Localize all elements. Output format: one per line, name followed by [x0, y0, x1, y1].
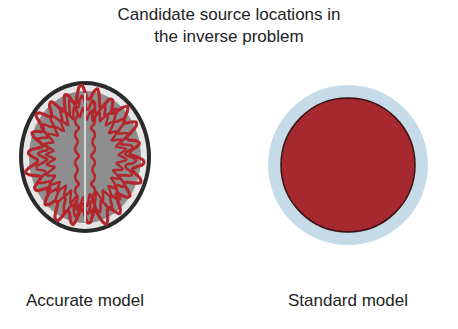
- source-region: [281, 98, 415, 232]
- model-label: Accurate model: [26, 290, 144, 312]
- skull: [23, 85, 147, 229]
- cortex-fold: [75, 100, 79, 216]
- head-outline: [19, 81, 151, 233]
- cortex-fold: [91, 100, 95, 216]
- midline: [84, 93, 86, 222]
- cortex-fold: [37, 96, 137, 216]
- model-label: Standard model: [288, 290, 408, 312]
- cortex-fold: [26, 85, 144, 224]
- cortex-sources: [26, 85, 144, 224]
- figure-title: Candidate source locations in the invers…: [109, 4, 349, 48]
- sphere-model: [268, 85, 428, 245]
- outer-shell: [268, 85, 428, 245]
- brain-slice: [19, 81, 151, 233]
